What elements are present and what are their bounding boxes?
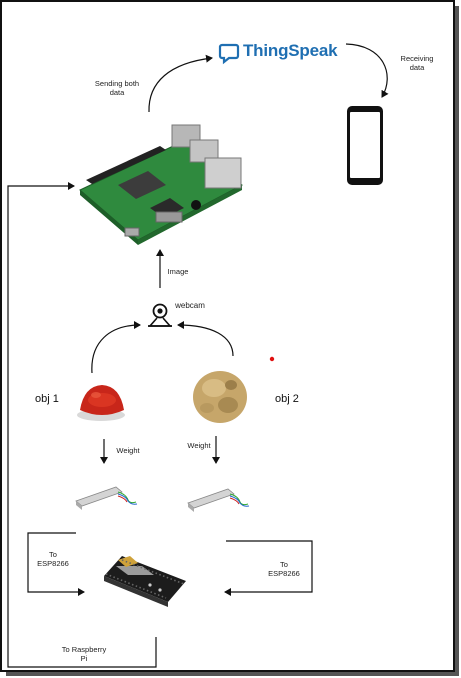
thingspeak-logo-text: ThingSpeak bbox=[243, 41, 338, 60]
load-cell-icon bbox=[75, 486, 138, 510]
webcam-icon bbox=[148, 303, 172, 327]
label-to-esp8266-right: To ESP8266 bbox=[268, 560, 300, 578]
thingspeak-chat-icon bbox=[218, 43, 240, 65]
label-obj-2: obj 2 bbox=[275, 393, 299, 405]
arrow-obj1-to-webcam bbox=[91, 321, 141, 374]
arrow-obj2-to-webcam bbox=[177, 321, 234, 357]
label-receiving-data: Receiving data bbox=[400, 54, 434, 72]
arrow-esp-to-pi bbox=[7, 182, 157, 668]
esp8266-nodemcu-icon bbox=[104, 556, 186, 607]
label-obj-1: obj 1 bbox=[35, 393, 59, 405]
label-weight-2: Weight bbox=[187, 441, 211, 450]
label-webcam: webcam bbox=[175, 301, 205, 310]
label-image: Image bbox=[167, 267, 189, 276]
label-weight-1: Weight bbox=[116, 446, 140, 455]
arrow-thingspeak-to-phone bbox=[345, 43, 389, 98]
arrow-pi-to-thingspeak bbox=[148, 54, 213, 113]
load-cell-icon bbox=[187, 488, 250, 512]
label-to-esp8266-left: To ESP8266 bbox=[37, 550, 69, 568]
seeds-pile-image bbox=[193, 371, 247, 423]
label-sending-both-data: Sending both data bbox=[94, 79, 140, 97]
smartphone-icon bbox=[347, 106, 383, 185]
frame-border bbox=[0, 0, 455, 672]
red-spice-powder-image bbox=[77, 385, 125, 421]
arrow-right-to-esp bbox=[224, 540, 313, 596]
label-to-raspberry-pi: To Raspberry Pi bbox=[61, 645, 107, 663]
raspberry-pi-board-icon bbox=[79, 124, 243, 245]
red-dot bbox=[269, 356, 275, 362]
arrow-left-to-esp bbox=[27, 532, 85, 596]
